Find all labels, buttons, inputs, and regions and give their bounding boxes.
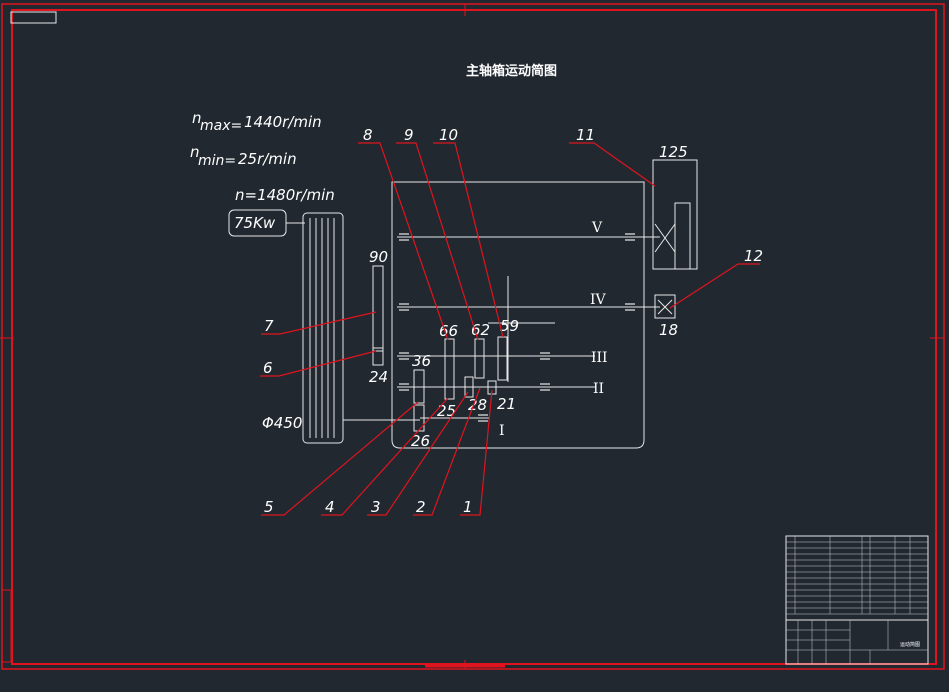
callout-7: 7	[264, 317, 274, 335]
motor: 75Kw	[228, 209, 305, 237]
svg-text:max=: max=	[200, 118, 242, 134]
callout-10: 10	[439, 126, 458, 144]
shafts	[397, 233, 660, 422]
belt-drive: Φ450	[262, 212, 420, 444]
teeth-59: 59	[500, 317, 519, 335]
teeth-21: 21	[497, 395, 516, 413]
motor-power-label: 75Kw	[234, 214, 276, 232]
teeth-26: 26	[411, 432, 430, 450]
teeth-36: 36	[412, 352, 431, 370]
callout-5: 5	[264, 498, 274, 516]
drawing-title: 主轴箱运动简图	[466, 63, 557, 79]
callout-1: 1	[463, 498, 473, 516]
gearbox-housing	[391, 181, 645, 449]
teeth-90: 90	[369, 248, 388, 266]
callout-leaders	[260, 142, 760, 516]
pulley-diameter-label: Φ450	[262, 414, 302, 432]
teeth-66: 66	[439, 322, 458, 340]
callout-6: 6	[263, 359, 273, 377]
teeth-125: 125	[659, 143, 688, 161]
drawing-frame	[0, 3, 945, 670]
motor-speed-label: n=1480r/min	[235, 186, 335, 204]
callout-11: 11	[576, 126, 595, 144]
svg-text:n: n	[192, 109, 202, 127]
teeth-25: 25	[437, 402, 456, 420]
callout-3: 3	[371, 498, 381, 516]
callout-12: 12	[744, 247, 763, 265]
svg-text:1440r/min: 1440r/min	[244, 113, 322, 131]
teeth-24: 24	[369, 368, 388, 386]
gears	[372, 159, 698, 432]
n-min-spec: n min= 25r/min	[190, 143, 297, 169]
svg-text:min=: min=	[198, 153, 236, 169]
svg-text:25r/min: 25r/min	[238, 150, 297, 168]
n-max-spec: n max= 1440r/min	[192, 109, 322, 134]
shaft-label-iii: III	[591, 350, 608, 366]
title-block: 运动简图	[785, 535, 929, 665]
teeth-18: 18	[659, 321, 678, 339]
teeth-62: 62	[471, 321, 490, 339]
shaft-label-v: V	[591, 220, 603, 236]
shaft-label-i: I	[499, 423, 505, 439]
title-block-name: 运动简图	[900, 641, 920, 648]
callout-4: 4	[325, 498, 335, 516]
shaft-label-ii: II	[593, 381, 604, 397]
callout-8: 8	[363, 126, 373, 144]
callout-2: 2	[416, 498, 426, 516]
shaft-label-iv: IV	[590, 292, 607, 308]
svg-text:n: n	[190, 143, 200, 161]
callout-9: 9	[404, 126, 414, 144]
teeth-28: 28	[468, 396, 487, 414]
